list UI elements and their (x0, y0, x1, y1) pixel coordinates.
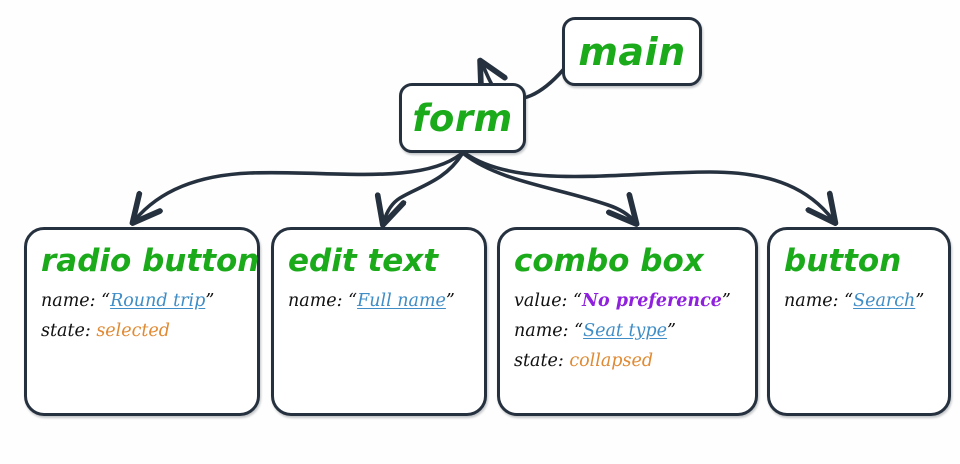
quote-close: ” (721, 291, 731, 311)
edge-form-to-edit-text (384, 152, 464, 221)
property-value: No preference (581, 291, 722, 311)
quote-open: “ (348, 291, 358, 311)
node-edit-text[interactable]: edit text name: “Full name” (271, 227, 487, 416)
property-row: name: “Search” (784, 286, 934, 316)
quote-close: ” (666, 321, 676, 341)
node-main[interactable]: main (562, 17, 702, 86)
node-radio-button-properties: name: “Round trip” state: selected (41, 286, 243, 346)
node-edit-text-tag: edit text (288, 243, 439, 279)
node-combo-box-properties: value: “No preference” name: “Seat type”… (514, 286, 741, 376)
quote-open: “ (574, 321, 584, 341)
property-key: state: (514, 351, 564, 371)
property-row: value: “No preference” (514, 286, 741, 316)
property-value: Round trip (110, 291, 206, 311)
edge-form-to-combo-box (462, 152, 634, 221)
property-key: name: (514, 321, 569, 341)
property-key: name: (288, 291, 343, 311)
node-button[interactable]: button name: “Search” (767, 227, 951, 416)
node-main-tag: main (578, 29, 686, 74)
property-row: name: “Full name” (288, 286, 470, 316)
node-button-tag: button (784, 243, 902, 279)
node-radio-button[interactable]: radio button name: “Round trip” state: s… (24, 227, 260, 416)
quote-close: ” (205, 291, 215, 311)
node-button-properties: name: “Search” (784, 286, 934, 316)
edge-form-to-button (464, 152, 833, 220)
quote-open: “ (101, 291, 111, 311)
node-form[interactable]: form (399, 83, 526, 153)
node-radio-button-tag: radio button (41, 243, 260, 279)
property-key: name: (41, 291, 96, 311)
property-value: collapsed (569, 351, 654, 371)
quote-close: ” (915, 291, 925, 311)
node-edit-text-properties: name: “Full name” (288, 286, 470, 316)
property-key: value: (514, 291, 568, 311)
node-form-tag: form (412, 96, 513, 140)
quote-open: “ (844, 291, 854, 311)
property-key: state: (41, 321, 91, 341)
property-row: state: collapsed (514, 346, 741, 376)
property-row: state: selected (41, 316, 243, 346)
property-value: Search (853, 291, 916, 311)
edge-form-to-radio-button (135, 152, 463, 220)
quote-open: “ (573, 291, 582, 311)
property-row: name: “Seat type” (514, 316, 741, 346)
property-key: name: (784, 291, 839, 311)
node-combo-box-tag: combo box (514, 243, 704, 279)
property-value: Seat type (583, 321, 667, 341)
quote-close: ” (445, 291, 455, 311)
property-row: name: “Round trip” (41, 286, 243, 316)
property-value: Full name (357, 291, 446, 311)
property-value: selected (96, 321, 170, 341)
node-combo-box[interactable]: combo box value: “No preference” name: “… (497, 227, 758, 416)
